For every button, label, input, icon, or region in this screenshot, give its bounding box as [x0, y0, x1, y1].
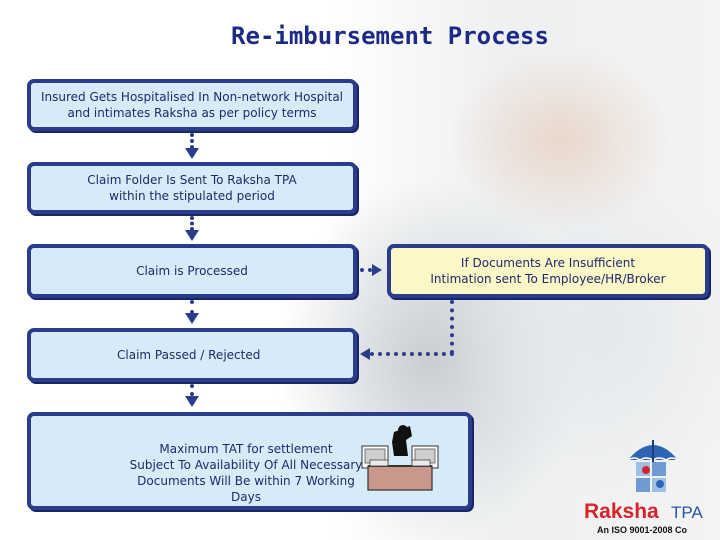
note-line-2: Intimation sent To Employee/HR/Broker	[430, 272, 666, 286]
step-5-box: Maximum TAT for settlement Subject To Av…	[27, 412, 472, 510]
brand-suffix: TPA	[671, 503, 703, 522]
connector-note-back	[370, 352, 454, 356]
umbrella-hands-logo-icon	[627, 440, 679, 492]
arrow-1-2	[185, 148, 199, 159]
step-2-line-2: within the stipulated period	[109, 189, 275, 203]
connector-2-3	[190, 216, 194, 231]
step-1-box: Insured Gets Hospitalised In Non-network…	[27, 79, 357, 131]
connector-1-2	[190, 133, 194, 149]
arrow-note-4	[360, 348, 370, 360]
insufficient-documents-box: If Documents Are Insufficient Intimation…	[387, 244, 709, 298]
page-title: Re-imbursement Process	[231, 22, 549, 50]
connector-note-down	[450, 300, 454, 354]
arrow-3-4	[185, 313, 199, 324]
arrow-2-3	[185, 230, 199, 241]
connector-3-4	[190, 300, 194, 314]
step-2-line-1: Claim Folder Is Sent To Raksha TPA	[87, 173, 297, 187]
step-2-box: Claim Folder Is Sent To Raksha TPA withi…	[27, 162, 357, 214]
connector-3-note	[360, 268, 372, 272]
step-5-line-2: Subject To Availability Of All Necessary	[129, 458, 363, 472]
step-5-line-3: Documents Will Be within 7 Working Days	[137, 474, 355, 504]
brand-tagline: An ISO 9001-2008 Co	[597, 525, 688, 535]
arrow-4-5	[185, 396, 199, 407]
note-line-1: If Documents Are Insufficient	[460, 256, 636, 270]
step-4-box: Claim Passed / Rejected	[27, 328, 357, 382]
step-1-line-2: and intimates Raksha as per policy terms	[67, 106, 317, 120]
step-3-line-1: Claim is Processed	[136, 264, 248, 278]
step-4-line-1: Claim Passed / Rejected	[117, 348, 261, 362]
connector-4-5	[190, 384, 194, 396]
arrow-3-note	[372, 264, 382, 276]
step-3-box: Claim is Processed	[27, 244, 357, 298]
person-at-desk-icon	[361, 425, 439, 491]
step-5-line-1: Maximum TAT for settlement	[159, 442, 333, 456]
step-1-line-1: Insured Gets Hospitalised In Non-network…	[40, 90, 344, 104]
brand-name: Raksha	[584, 500, 659, 523]
